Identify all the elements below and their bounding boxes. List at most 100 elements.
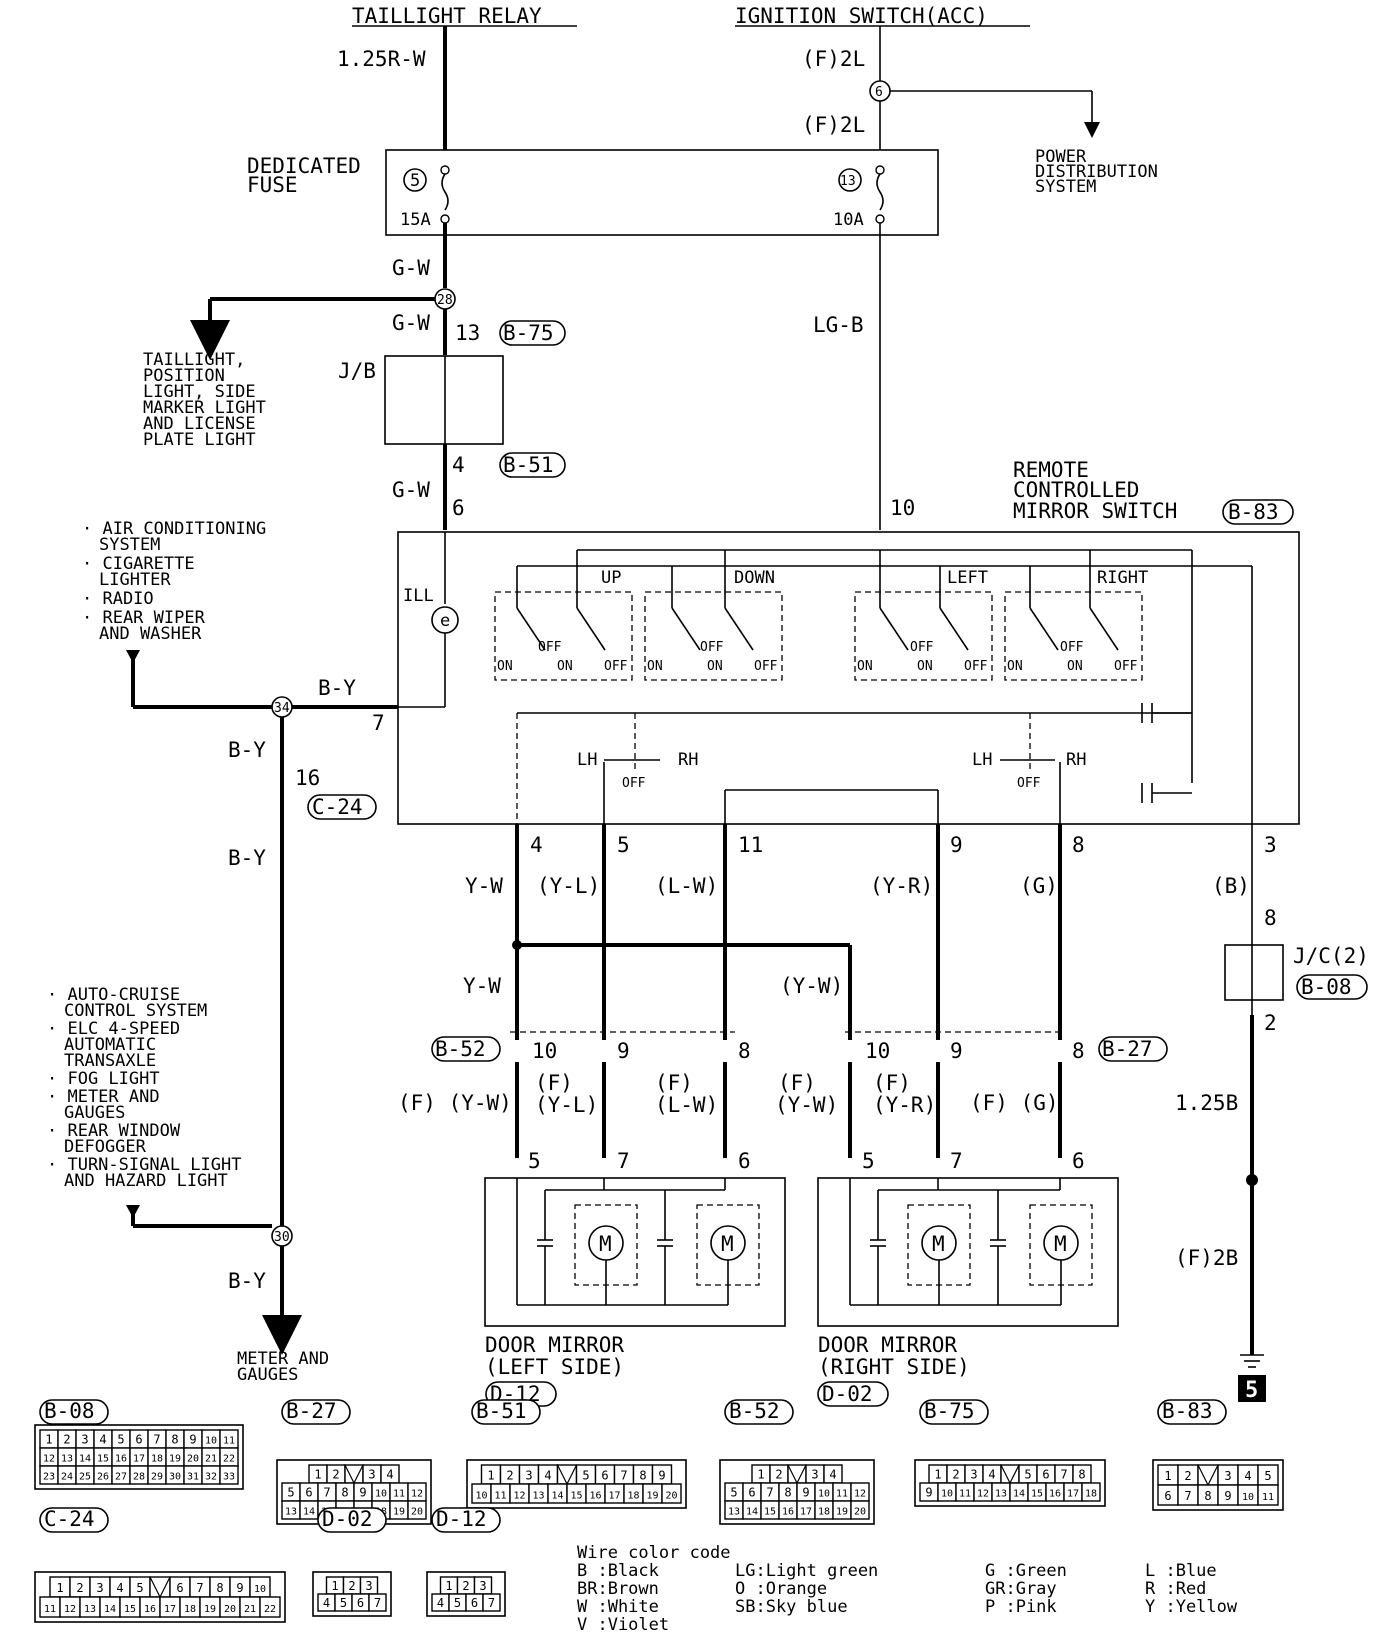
connector-pin: 30 <box>169 1472 181 1483</box>
svg-text:V :Violet: V :Violet <box>577 1615 669 1635</box>
switch-pin-7: 7 <box>372 711 385 735</box>
connector-pin: 19 <box>204 1604 216 1615</box>
connector-pin: 15 <box>124 1604 136 1615</box>
connector-pin: 9 <box>925 1486 932 1500</box>
wire-color-legend: Wire color code B :Black BR:Brown W :Whi… <box>577 1543 1238 1635</box>
svg-text:SYSTEM: SYSTEM <box>99 535 160 555</box>
connector-pin: 1 <box>487 1468 494 1482</box>
label-yw-3: (Y-W) <box>780 974 843 998</box>
connector-pin: 8 <box>639 1468 646 1482</box>
fuse-5-rating: 15A <box>400 210 431 230</box>
right-mirror-label-1: DOOR MIRROR <box>818 1333 957 1357</box>
connector-pin: 8 <box>784 1486 791 1500</box>
label-f2l-b: (F)2L <box>802 113 865 137</box>
svg-text:CONTROL SYSTEM: CONTROL SYSTEM <box>64 1001 207 1021</box>
connector-pin: 20 <box>187 1454 199 1465</box>
svg-text:MARKER LIGHT: MARKER LIGHT <box>143 398 266 418</box>
connector-pin: 19 <box>646 1490 658 1501</box>
fuse-label-1: DEDICATED <box>247 154 361 178</box>
jb-pin-4: 4 <box>452 453 465 477</box>
switch-group-right: ON OFF ON OFF <box>1004 550 1143 681</box>
svg-text:GAUGES: GAUGES <box>64 1103 125 1123</box>
door-mirror-right: M M <box>817 1177 1119 1327</box>
fuse-13-element <box>876 173 884 211</box>
label-yw-2: Y-W <box>463 974 501 998</box>
connector-pin: 20 <box>854 1507 866 1518</box>
right-pin-6: 6 <box>1072 1149 1085 1173</box>
label-125rw: 1.25R-W <box>337 47 426 71</box>
connector-face-label: D-12 <box>436 1507 487 1531</box>
svg-text:· CIGARETTE: · CIGARETTE <box>82 554 195 574</box>
connector-pin: 15 <box>764 1507 776 1518</box>
connector-pin: 10 <box>375 1489 387 1500</box>
connector-face-label: B-75 <box>924 1399 975 1423</box>
connector-pin: 7 <box>153 1433 160 1447</box>
switch-title-3: MIRROR SWITCH <box>1013 499 1177 523</box>
sec-right: RIGHT <box>1097 568 1148 588</box>
svg-text:AND HAZARD LIGHT: AND HAZARD LIGHT <box>64 1171 228 1191</box>
connector-pin: 5 <box>136 1581 143 1595</box>
connector-pin: 3 <box>365 1579 372 1593</box>
fuse-5-circle <box>403 168 427 192</box>
conn-b08-label: B-08 <box>1301 975 1352 999</box>
connector-pin: 3 <box>81 1433 88 1447</box>
jc2-box <box>1224 944 1284 1001</box>
connector-pin: 16 <box>589 1490 601 1501</box>
sec-down: DOWN <box>734 568 775 588</box>
ignition-switch-label: IGNITION SWITCH(ACC) <box>735 4 988 28</box>
connector-pin: 21 <box>244 1604 256 1615</box>
conn-b75-tag <box>499 320 566 346</box>
connector-pin: 9 <box>189 1433 196 1447</box>
switch-title-2: CONTROLLED <box>1013 478 1139 502</box>
svg-text:TRANSAXLE: TRANSAXLE <box>64 1051 156 1071</box>
switch-group-left: ON OFF ON OFF <box>854 550 993 681</box>
connector-pin: 11 <box>393 1489 405 1500</box>
connector-pin: 2 <box>63 1433 70 1447</box>
label-gw-1: G-W <box>392 256 430 280</box>
power-dist-2: DISTRIBUTION <box>1035 162 1158 182</box>
connector-pin: 31 <box>187 1472 199 1483</box>
b52-pin-9: 9 <box>617 1039 630 1063</box>
connector-pin: 3 <box>479 1579 486 1593</box>
connector-pin: 28 <box>133 1472 145 1483</box>
connector-pin: 2 <box>348 1579 355 1593</box>
label-125b: 1.25B <box>1175 1091 1238 1115</box>
splice-6-label: 6 <box>875 85 883 100</box>
connector-pin: 4 <box>437 1596 444 1610</box>
connector-pin: 7 <box>374 1596 381 1610</box>
connector-pin: 20 <box>224 1604 236 1615</box>
connector-pin: 8 <box>216 1581 223 1595</box>
connector-pin: 1 <box>445 1579 452 1593</box>
connector-pin: 12 <box>513 1490 525 1501</box>
ground-number: 5 <box>1245 1378 1258 1403</box>
connector-pin: 14 <box>303 1507 315 1518</box>
connector-pin: 1 <box>331 1579 338 1593</box>
connector-pin: 23 <box>43 1472 55 1483</box>
left-pin-7: 7 <box>617 1149 630 1173</box>
svg-text:P :Pink: P :Pink <box>985 1597 1057 1617</box>
connector-pin: 9 <box>1224 1489 1231 1503</box>
power-dist-1: POWER <box>1035 147 1087 167</box>
svg-text:OFF: OFF <box>1060 640 1084 655</box>
svg-text:G :Green: G :Green <box>985 1561 1067 1581</box>
selector-left: LH RH OFF <box>577 713 698 791</box>
splice-28-label: 28 <box>437 293 453 308</box>
svg-text:ON: ON <box>707 659 723 674</box>
connector-pin: 8 <box>1204 1489 1211 1503</box>
connector-pin: 12 <box>64 1604 76 1615</box>
connector-pin: 5 <box>582 1468 589 1482</box>
connector-pin: 17 <box>1067 1489 1079 1500</box>
label-gw-3: G-W <box>392 478 430 502</box>
conn-b52-tag <box>431 1036 501 1062</box>
jc-pin-8: 8 <box>1264 906 1277 930</box>
conn-b27-tag <box>1098 1036 1168 1062</box>
svg-text:OFF: OFF <box>964 659 988 674</box>
connector-pin: 13 <box>285 1507 297 1518</box>
connector-pin: 7 <box>766 1486 773 1500</box>
label-f-lw-a: (F) <box>655 1071 693 1095</box>
connector-pin: 20 <box>665 1490 677 1501</box>
